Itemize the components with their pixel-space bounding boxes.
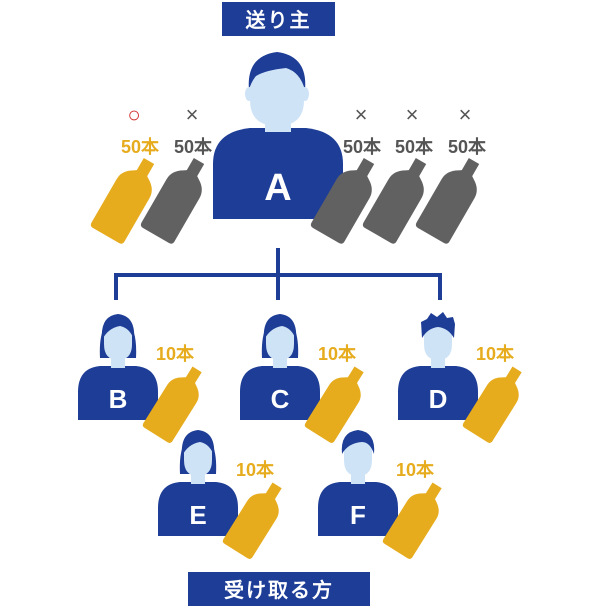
sender-bottle-3: × 50本 <box>309 102 386 245</box>
head <box>424 321 452 360</box>
head <box>266 321 294 360</box>
hair <box>101 314 135 340</box>
receiver-label: 受け取る方 <box>224 578 334 602</box>
sender-banner: 送り主 <box>222 2 335 36</box>
sender-bottle-4: × 50本 <box>361 102 438 245</box>
sender-bottle-1: ○ 50本 <box>89 102 166 245</box>
person-b: B 10本 <box>78 314 212 445</box>
ng-mark: × <box>459 102 472 127</box>
torso <box>318 482 398 536</box>
sender-bottle-5: × 50本 <box>414 102 491 245</box>
person-a-letter: A <box>264 167 291 209</box>
ok-mark: ○ <box>127 102 140 127</box>
hair <box>421 312 455 338</box>
hair <box>263 314 297 340</box>
bottle-amount: 50本 <box>448 136 486 157</box>
connector-lines <box>114 248 442 300</box>
bottle-amount: 50本 <box>343 136 381 157</box>
hair <box>181 430 215 456</box>
person-d: D 10本 <box>398 312 532 445</box>
head <box>184 437 212 476</box>
torso <box>240 366 320 420</box>
sender-bottle-2: × 50本 <box>139 102 216 245</box>
person-e: E 10本 <box>158 430 292 561</box>
bottle-amount: 50本 <box>395 136 433 157</box>
person-c-letter: C <box>271 384 290 414</box>
bottle-amount: 50本 <box>174 136 212 157</box>
sender-bottles: ○ 50本 × 50本 × 50本 × 50本 × 50本 <box>89 102 491 245</box>
person-d-letter: D <box>429 384 448 414</box>
received-amount: 10本 <box>396 459 434 480</box>
received-amount: 10本 <box>476 343 514 364</box>
person-e-letter: E <box>189 500 206 530</box>
person-a: A <box>213 52 343 219</box>
torso <box>158 482 238 536</box>
head <box>344 437 372 476</box>
sender-label: 送り主 <box>246 8 312 32</box>
ng-mark: × <box>355 102 368 127</box>
received-amount: 10本 <box>236 459 274 480</box>
person-b-letter: B <box>109 384 128 414</box>
person-f: F 10本 <box>318 430 452 561</box>
received-amount: 10本 <box>318 343 356 364</box>
hair <box>341 430 375 454</box>
ng-mark: × <box>186 102 199 127</box>
head <box>104 321 132 360</box>
receiver-banner: 受け取る方 <box>188 572 370 606</box>
person-c: C 10本 <box>240 314 374 445</box>
bottle-icon <box>414 151 491 245</box>
torso <box>78 366 158 420</box>
bottle-amount: 50本 <box>121 136 159 157</box>
ng-mark: × <box>406 102 419 127</box>
received-amount: 10本 <box>156 343 194 364</box>
torso <box>398 366 478 420</box>
receivers: B 10本 C 10本 D 10本 E 10本 F 10本 <box>78 312 532 561</box>
person-f-letter: F <box>350 500 366 530</box>
